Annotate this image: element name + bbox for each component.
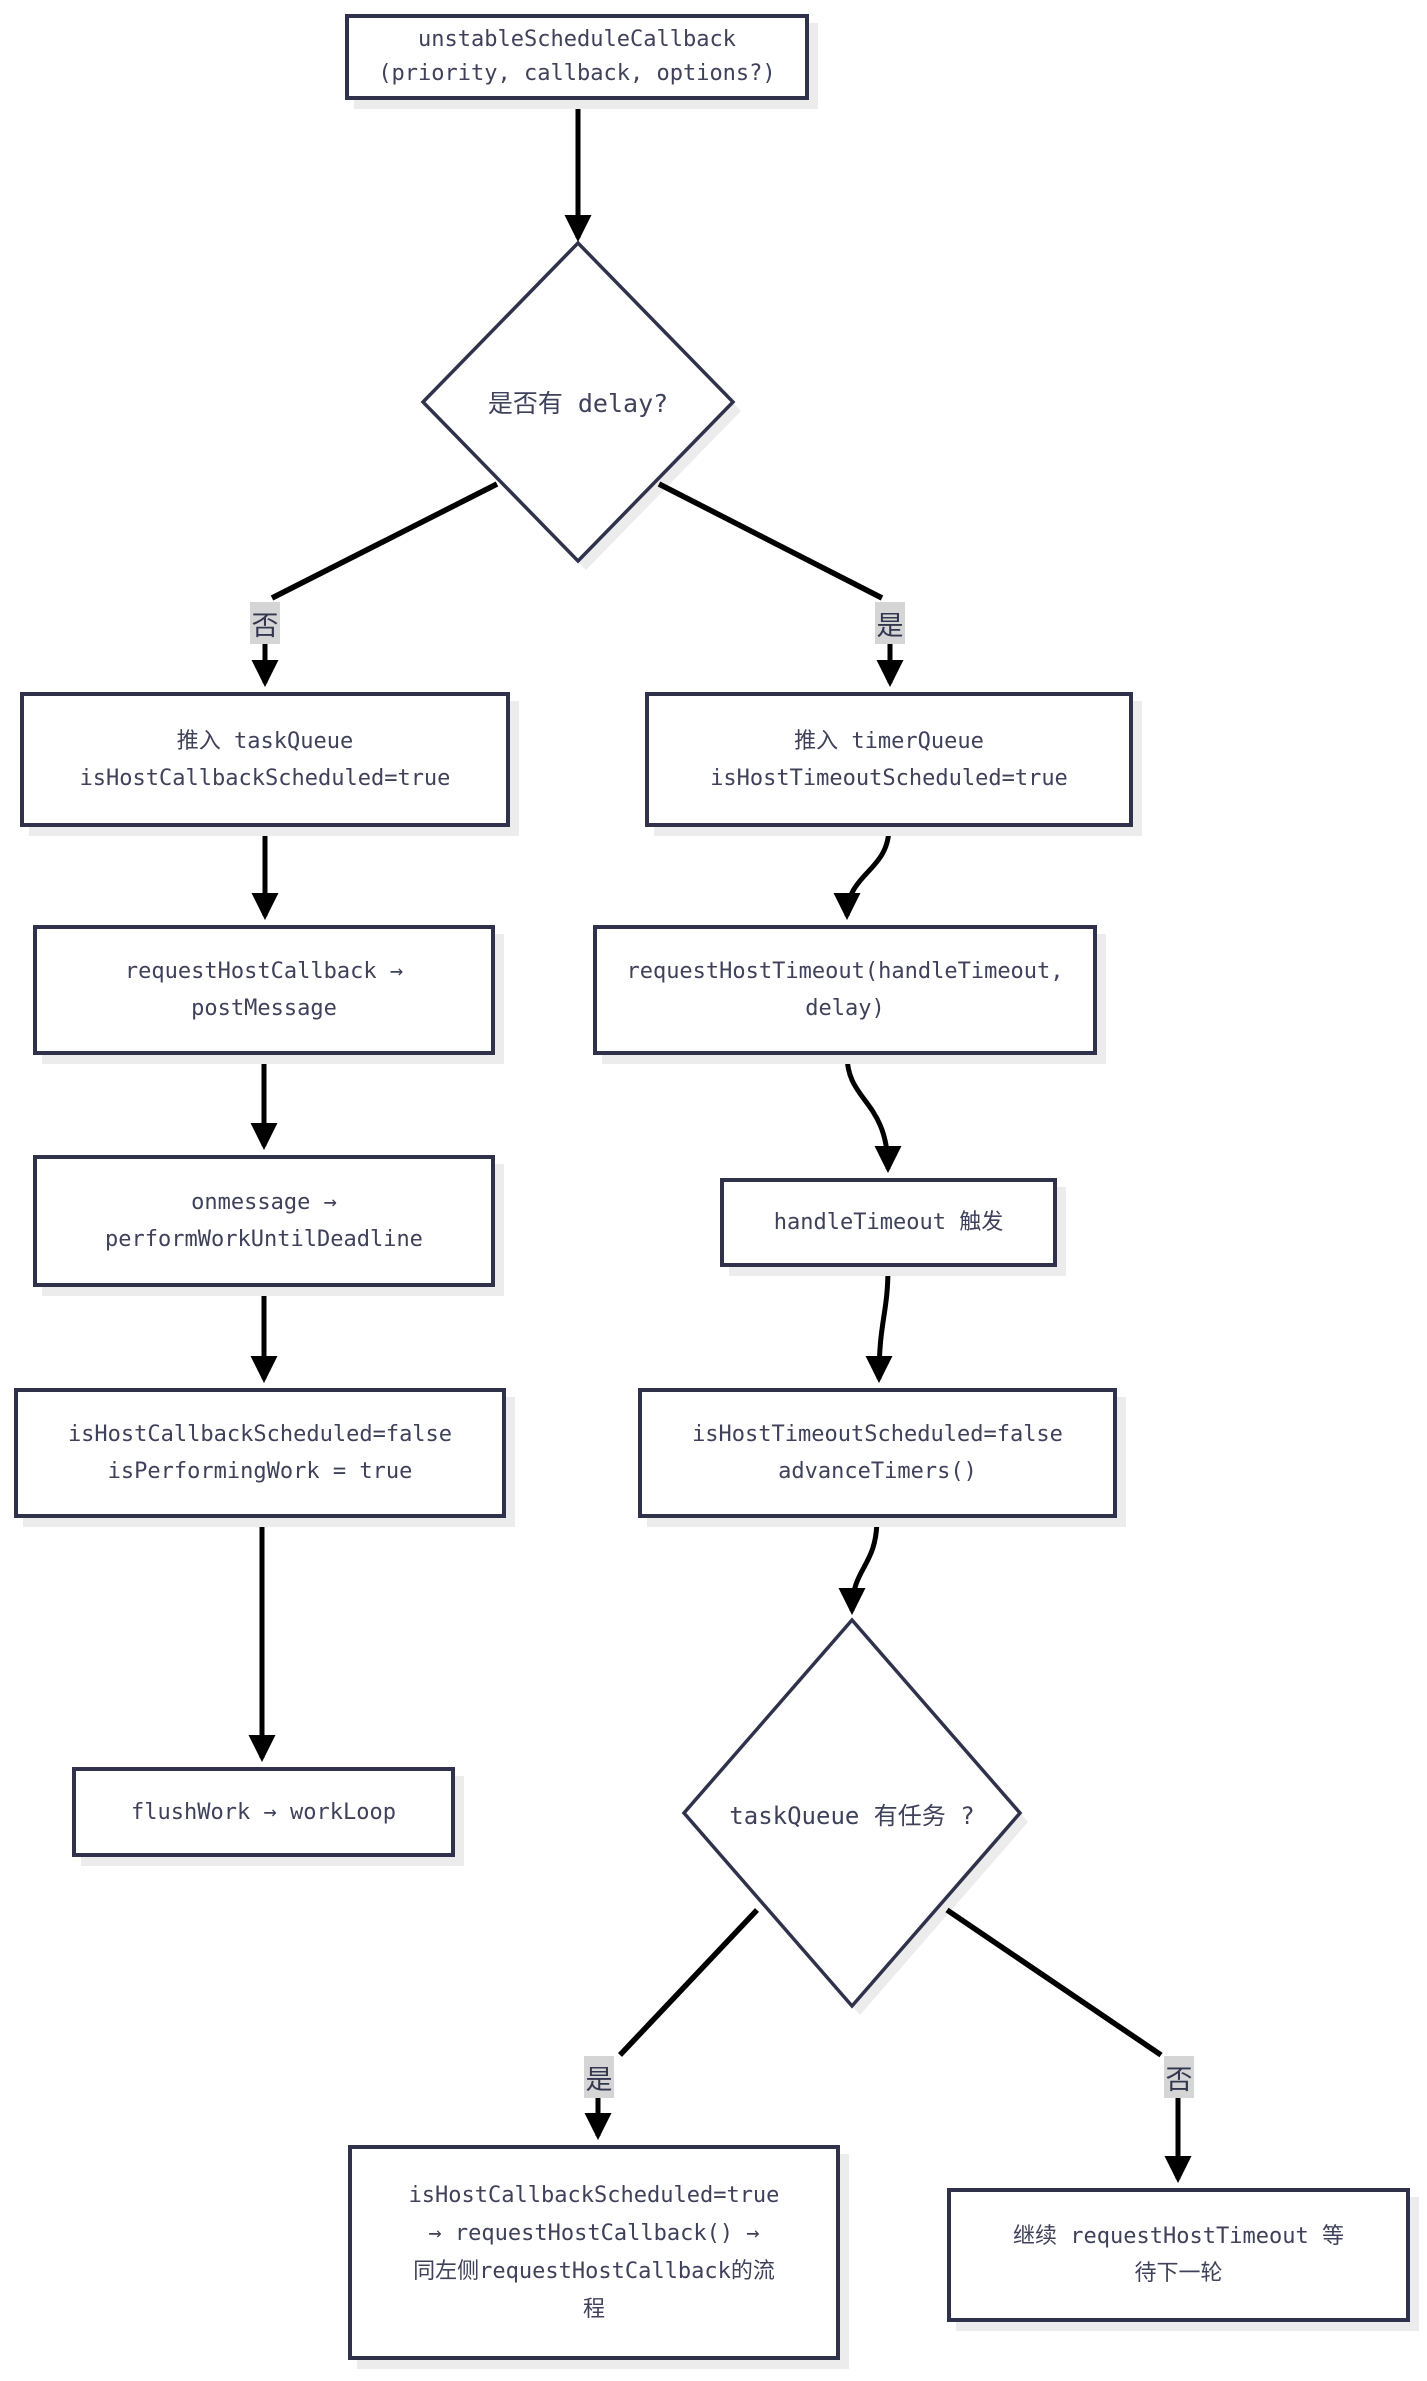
node-text-line: performWorkUntilDeadline <box>105 1227 423 1252</box>
decision-delay-shape <box>420 240 736 564</box>
node-push-timer-queue: 推入 timerQueue isHostTimeoutScheduled=tru… <box>645 692 1133 827</box>
node-text-line: isHostCallbackScheduled=false <box>67 1422 453 1447</box>
node-host-timeout-flags: isHostTimeoutScheduled=false advanceTime… <box>638 1388 1117 1518</box>
node-reschedule-host-callback: isHostCallbackScheduled=true → requestHo… <box>348 2145 840 2360</box>
edge-request-timeout-to-handle-timeout <box>844 1054 902 1174</box>
node-text-line: 继续 requestHostTimeout 等 <box>1013 2224 1344 2249</box>
edge-decision-delay-no-diagonal <box>270 481 499 601</box>
node-text-line: 推入 timerQueue <box>794 728 984 754</box>
node-text-line: isPerformingWork = true <box>107 1459 413 1484</box>
node-text-line: unstableScheduleCallback <box>418 27 736 52</box>
node-text-line: handleTimeout 触发 <box>773 1210 1004 1235</box>
node-text-line: requestHostCallback → <box>124 959 404 984</box>
node-text-line: onmessage → <box>191 1190 337 1215</box>
node-host-callback-flags: isHostCallbackScheduled=false isPerformi… <box>14 1388 506 1518</box>
node-text-line: flushWork → workLoop <box>131 1799 396 1825</box>
edge-timeout-flags-to-decision-taskqueue <box>838 1517 880 1616</box>
node-text-line: 程 <box>582 2296 605 2322</box>
edge-label-task-yes: 是 <box>584 2056 614 2098</box>
decision-delay-label: 是否有 delay? <box>487 389 669 418</box>
node-flush-work-workloop: flushWork → workLoop <box>72 1767 455 1857</box>
node-request-host-callback: requestHostCallback → postMessage <box>33 925 495 1055</box>
node-push-task-queue: 推入 taskQueue isHostCallbackScheduled=tru… <box>20 692 510 827</box>
node-request-host-timeout: requestHostTimeout(handleTimeout, delay) <box>593 925 1097 1055</box>
node-text-line: postMessage <box>191 996 337 1021</box>
node-text-line: requestHostTimeout(handleTimeout, <box>626 959 1064 984</box>
node-text-line: 待下一轮 <box>1134 2261 1223 2286</box>
edge-label-delay-no: 否 <box>250 602 280 644</box>
node-text-line: delay) <box>805 996 885 1021</box>
edge-decision-taskqueue-no-diagonal <box>945 1907 1163 2058</box>
node-onmessage-perform-work: onmessage → performWorkUntilDeadline <box>33 1155 495 1287</box>
node-text-line: 同左侧requestHostCallback的流 <box>413 2258 775 2284</box>
node-text-line: → requestHostCallback() → <box>428 2220 760 2246</box>
edge-decision-taskqueue-yes-diagonal <box>618 1908 759 2057</box>
node-text-line: isHostCallbackScheduled=true <box>79 765 451 791</box>
edge-label-task-no: 否 <box>1164 2056 1194 2098</box>
node-text-line: advanceTimers() <box>778 1459 977 1484</box>
edge-decision-delay-yes-diagonal <box>657 481 884 601</box>
node-text-line: (priority, callback, options?) <box>378 61 776 86</box>
node-handle-timeout-fired: handleTimeout 触发 <box>720 1178 1057 1267</box>
node-text-line: isHostTimeoutScheduled=true <box>710 765 1068 791</box>
decision-taskqueue-shape <box>681 1617 1023 2009</box>
decision-taskqueue-label: taskQueue 有任务 ? <box>729 1801 975 1830</box>
node-unstable-schedule-callback: unstableScheduleCallback (priority, call… <box>345 14 809 100</box>
edge-push-timer-to-request-timeout <box>833 826 892 921</box>
edge-handle-timeout-to-timeout-flags <box>865 1266 893 1384</box>
node-continue-request-host-timeout: 继续 requestHostTimeout 等 待下一轮 <box>947 2188 1410 2322</box>
node-text-line: 推入 taskQueue <box>176 728 354 754</box>
node-text-line: isHostTimeoutScheduled=false <box>692 1422 1063 1447</box>
edge-label-delay-yes: 是 <box>875 602 905 644</box>
node-text-line: isHostCallbackScheduled=true <box>408 2182 780 2208</box>
